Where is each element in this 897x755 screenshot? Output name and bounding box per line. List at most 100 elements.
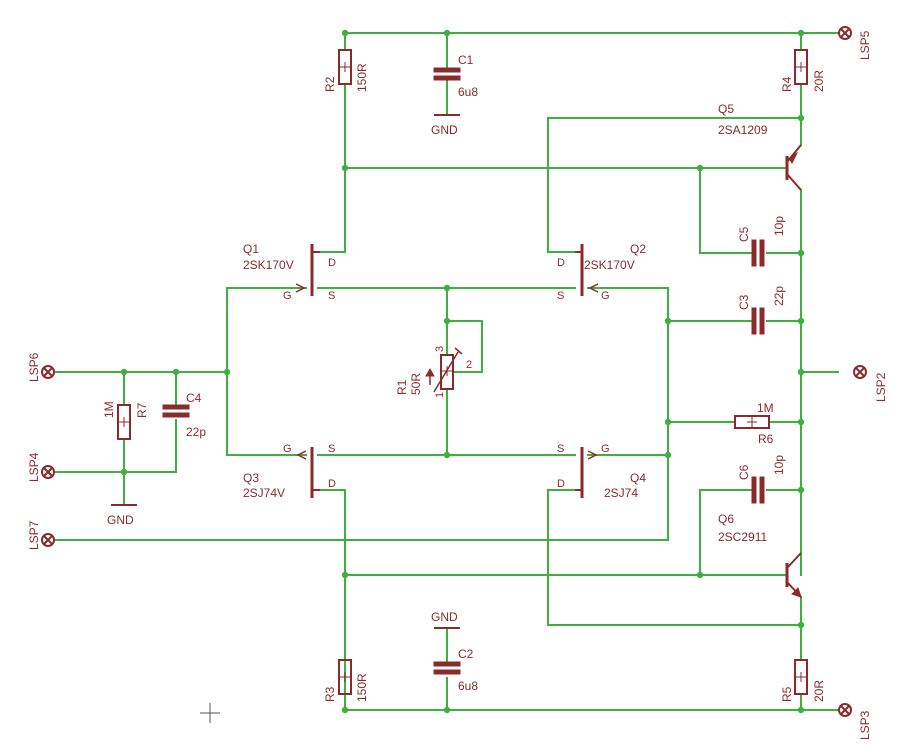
c3-value: 22p: [772, 286, 786, 306]
q2-value: 2SK170V: [584, 258, 635, 272]
q2-source-label: S: [557, 290, 564, 302]
c5-capacitor[interactable]: [751, 239, 765, 267]
junction: [797, 317, 805, 325]
connector-cross-icon: [43, 467, 53, 477]
r4-resistor[interactable]: [794, 49, 808, 85]
q5-value: 2SA1209: [718, 123, 768, 137]
r7-resistor[interactable]: [117, 404, 131, 440]
connectors: LSP5 LSP2 LSP3 LSP6 LSP4 LSP7: [27, 26, 888, 740]
r1-value: 50R: [409, 373, 423, 395]
capacitor-plate-icon: [162, 412, 190, 418]
c2-capacitor[interactable]: [433, 661, 461, 675]
r3-value: 150R: [355, 673, 369, 702]
r1-pin1-label: 1: [434, 392, 446, 398]
capacitor-plate-icon: [433, 661, 461, 667]
r5-name: R5: [780, 686, 794, 702]
connector-pad-icon: [853, 365, 867, 379]
junction: [443, 317, 451, 325]
wire-q4-drain: [547, 489, 802, 626]
resistor-mark-icon: [796, 62, 806, 72]
bjt-collector-lead-icon: [786, 173, 802, 191]
connector-pad-icon: [41, 465, 55, 479]
lsp4-label: LSP4: [27, 452, 41, 482]
q3-drain-label: D: [328, 478, 336, 490]
junction: [664, 418, 672, 426]
trimmer-t-icon: [454, 347, 463, 355]
connector-cross-icon: [43, 535, 53, 545]
r7-name: R7: [135, 402, 149, 418]
connector-cross-icon: [855, 367, 865, 377]
junction: [797, 621, 805, 629]
lsp7-connector[interactable]: [41, 533, 55, 547]
r5-resistor[interactable]: [794, 659, 808, 695]
r1-potentiometer[interactable]: [425, 347, 463, 393]
wire-q2-gate: [587, 287, 669, 541]
q3-jfet[interactable]: [296, 447, 320, 498]
lsp2-connector[interactable]: [853, 365, 867, 379]
lsp2-label: LSP2: [874, 372, 888, 402]
c4-capacitor[interactable]: [162, 404, 190, 418]
trimmer-slash-icon: [433, 351, 459, 393]
r6-resistor[interactable]: [734, 415, 770, 429]
jfet-gate-arrow-icon: [295, 283, 306, 293]
lsp4-connector[interactable]: [41, 465, 55, 479]
c5-value: 10p: [772, 216, 786, 236]
c1-value: 6u8: [458, 85, 478, 99]
junction: [664, 317, 672, 325]
q1-jfet[interactable]: [295, 244, 320, 296]
c1-gnd-label: GND: [431, 123, 458, 137]
connector-pad-icon: [838, 703, 852, 717]
lsp6-connector[interactable]: [41, 365, 55, 379]
q3-name: Q3: [243, 471, 259, 485]
junction: [341, 571, 349, 579]
q3-value: 2SJ74V: [243, 486, 285, 500]
r5-value: 20R: [812, 680, 826, 702]
resistor-mark-icon: [796, 672, 806, 682]
junction: [696, 571, 704, 579]
lsp3-connector[interactable]: [838, 703, 852, 717]
c1-name: C1: [458, 53, 474, 67]
junction: [797, 249, 805, 257]
resistor-body-icon: [734, 415, 770, 429]
capacitor-plate-icon: [433, 669, 461, 675]
q2-jfet[interactable]: [575, 244, 599, 296]
resistor-mark-icon: [119, 417, 129, 427]
lsp7-label: LSP7: [27, 520, 41, 550]
c5-name: C5: [737, 226, 751, 242]
capacitor-plate-icon: [751, 476, 757, 504]
junction: [443, 451, 451, 459]
resistor-body-icon: [338, 49, 352, 85]
input-gnd-label: GND: [107, 513, 134, 527]
c1-capacitor[interactable]: [433, 67, 461, 81]
c6-capacitor[interactable]: [751, 476, 765, 504]
q1-drain-label: D: [328, 257, 336, 269]
connector-cross-icon: [840, 705, 850, 715]
r2-resistor[interactable]: [338, 49, 352, 85]
lsp5-connector[interactable]: [838, 26, 852, 40]
origin-crosshair-icon: [200, 703, 220, 723]
connector-pad-icon: [838, 26, 852, 40]
c3-name: C3: [737, 294, 751, 310]
r2-value: 150R: [355, 63, 369, 92]
r3-resistor[interactable]: [338, 659, 352, 695]
c3-capacitor[interactable]: [751, 307, 765, 335]
r1-pin2-label: 2: [466, 359, 472, 371]
junction: [443, 706, 451, 714]
resistor-mark-icon: [747, 417, 757, 427]
q4-drain-label: D: [557, 478, 565, 490]
q4-name: Q4: [630, 471, 646, 485]
c2-name: C2: [458, 647, 474, 661]
resistor-body-icon: [794, 659, 808, 695]
bjt-emitter-arrow-icon: [788, 151, 799, 165]
junction: [696, 164, 704, 172]
q1-source-label: S: [328, 290, 335, 302]
q2-name: Q2: [630, 242, 646, 256]
c2-gnd-label: GND: [431, 610, 458, 624]
q6-transistor[interactable]: [785, 552, 802, 598]
bjt-collector-lead-icon: [786, 552, 802, 569]
resistor-mark-icon: [340, 672, 350, 682]
q5-transistor[interactable]: [785, 144, 802, 191]
capacitor-plate-icon: [751, 239, 757, 267]
q4-jfet[interactable]: [575, 447, 598, 498]
resistor-mark-icon: [340, 62, 350, 72]
